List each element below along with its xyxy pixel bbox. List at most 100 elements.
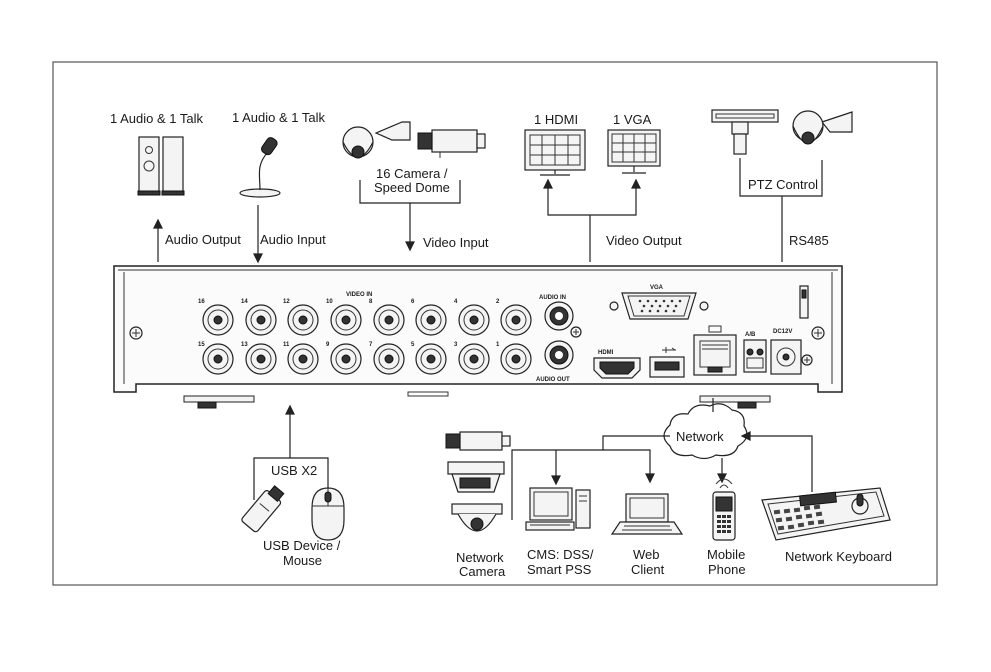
cms-desktop-computer-icon bbox=[525, 487, 591, 531]
camera-label-line2: Speed Dome bbox=[374, 180, 450, 195]
bnc-connector bbox=[500, 343, 532, 375]
bnc-connector bbox=[330, 343, 362, 375]
bnc-connector bbox=[458, 304, 490, 336]
usb-x2-label: USB X2 bbox=[271, 463, 317, 478]
mouse-icon bbox=[311, 487, 345, 541]
channel-number: 6 bbox=[411, 299, 415, 305]
ptz-speed-dome-icon bbox=[792, 110, 853, 145]
channel-number: 16 bbox=[198, 299, 205, 305]
channel-number: 11 bbox=[283, 342, 290, 348]
microphone-icon bbox=[239, 137, 281, 198]
network-camera-label-line1: Network bbox=[456, 550, 504, 565]
channel-number: 7 bbox=[369, 342, 373, 348]
ethernet-port bbox=[693, 325, 737, 376]
bnc-connector bbox=[415, 343, 447, 375]
bnc-connector bbox=[202, 304, 234, 336]
network-keyboard-icon bbox=[761, 487, 891, 541]
network-connection-lines bbox=[511, 398, 813, 520]
vga-label: 1 VGA bbox=[613, 112, 652, 127]
bnc-connectors-bottom bbox=[202, 343, 532, 375]
channel-number: 14 bbox=[241, 299, 248, 305]
channel-number: 15 bbox=[198, 342, 205, 348]
hdmi-port bbox=[593, 357, 641, 379]
audio-in-rca-jack bbox=[544, 301, 574, 331]
power-switch-indicator bbox=[801, 289, 807, 299]
rs485-ab-panel-label: A/B bbox=[745, 332, 756, 338]
ptz-ceiling-camera-icon bbox=[711, 109, 779, 155]
channel-number: 12 bbox=[283, 299, 290, 305]
channel-number: 9 bbox=[326, 342, 330, 348]
video-input-label: Video Input bbox=[423, 235, 489, 250]
bnc-connector bbox=[373, 304, 405, 336]
web-client-label-line1: Web bbox=[633, 547, 660, 562]
usb-connection-lines bbox=[253, 404, 329, 500]
hdmi-label: 1 HDMI bbox=[534, 112, 578, 127]
mobile-phone-label-line2: Phone bbox=[708, 562, 746, 577]
channel-number: 2 bbox=[496, 299, 500, 305]
mobile-phone-icon bbox=[712, 478, 736, 541]
bnc-connectors-top bbox=[202, 304, 532, 336]
bnc-connector bbox=[287, 304, 319, 336]
network-box-camera-icon bbox=[445, 431, 511, 451]
channel-number: 3 bbox=[454, 342, 458, 348]
channel-number: 8 bbox=[369, 299, 373, 305]
audio-out-panel-label: AUDIO OUT bbox=[536, 377, 570, 383]
usb-stick-icon bbox=[241, 485, 285, 533]
box-camera-icon bbox=[417, 129, 486, 158]
ground-screw-icon bbox=[801, 354, 813, 366]
channel-numbers-top: 16 14 12 10 8 6 4 2 bbox=[198, 299, 500, 305]
bnc-connector bbox=[415, 304, 447, 336]
usb-device-label-line1: USB Device / bbox=[263, 538, 341, 553]
video-in-panel-label: VIDEO IN bbox=[346, 292, 372, 298]
cms-label-line2: Smart PSS bbox=[527, 562, 592, 577]
bnc-connector bbox=[245, 304, 277, 336]
ground-screw-icon bbox=[570, 326, 582, 338]
audio-in-panel-label: AUDIO IN bbox=[539, 295, 566, 301]
hdmi-panel-label: HDMI bbox=[598, 350, 614, 356]
ptz-control-label: PTZ Control bbox=[748, 177, 818, 192]
dc-power-panel-label: DC12V bbox=[773, 329, 792, 335]
bnc-connector bbox=[287, 343, 319, 375]
audio-out-rca-jack bbox=[544, 340, 574, 370]
network-label: Network bbox=[676, 429, 724, 444]
vga-panel-label: VGA bbox=[650, 285, 664, 291]
audio-output-device-label: 1 Audio & 1 Talk bbox=[110, 111, 203, 126]
channel-number: 4 bbox=[454, 299, 458, 305]
audio-input-device-label: 1 Audio & 1 Talk bbox=[232, 110, 325, 125]
channel-number: 10 bbox=[326, 299, 333, 305]
audio-output-label: Audio Output bbox=[165, 232, 241, 247]
speed-dome-camera-icon bbox=[342, 121, 411, 159]
network-speed-dome-icon bbox=[447, 461, 505, 493]
rs485-terminal bbox=[743, 339, 767, 373]
hdmi-monitor-icon bbox=[524, 129, 586, 176]
bnc-connector bbox=[373, 343, 405, 375]
network-camera-label-line2: Camera bbox=[459, 564, 506, 579]
channel-number: 13 bbox=[241, 342, 248, 348]
bnc-connector bbox=[330, 304, 362, 336]
web-client-label-line2: Client bbox=[631, 562, 665, 577]
channel-numbers-bottom: 15 13 11 9 7 5 3 1 bbox=[198, 342, 500, 348]
vga-port bbox=[609, 292, 709, 320]
bnc-connector bbox=[245, 343, 277, 375]
usb-device-label-line2: Mouse bbox=[283, 553, 322, 568]
bnc-connector bbox=[458, 343, 490, 375]
rs485-label: RS485 bbox=[789, 233, 829, 248]
web-client-laptop-icon bbox=[610, 493, 684, 535]
network-dome-camera-icon bbox=[451, 503, 503, 532]
video-output-label: Video Output bbox=[606, 233, 682, 248]
bnc-connector bbox=[500, 304, 532, 336]
vga-monitor-icon bbox=[607, 129, 661, 174]
usb-port bbox=[649, 347, 685, 378]
dc-power-jack bbox=[770, 339, 802, 375]
mobile-phone-label-line1: Mobile bbox=[707, 547, 745, 562]
top-connection-lines bbox=[153, 158, 823, 264]
speaker-icon bbox=[137, 136, 185, 196]
camera-label-line1: 16 Camera / bbox=[376, 166, 448, 181]
power-switch bbox=[799, 285, 809, 319]
audio-input-label: Audio Input bbox=[260, 232, 326, 247]
bnc-connector bbox=[202, 343, 234, 375]
cms-label-line1: CMS: DSS/ bbox=[527, 547, 594, 562]
network-keyboard-label: Network Keyboard bbox=[785, 549, 892, 564]
channel-number: 5 bbox=[411, 342, 415, 348]
